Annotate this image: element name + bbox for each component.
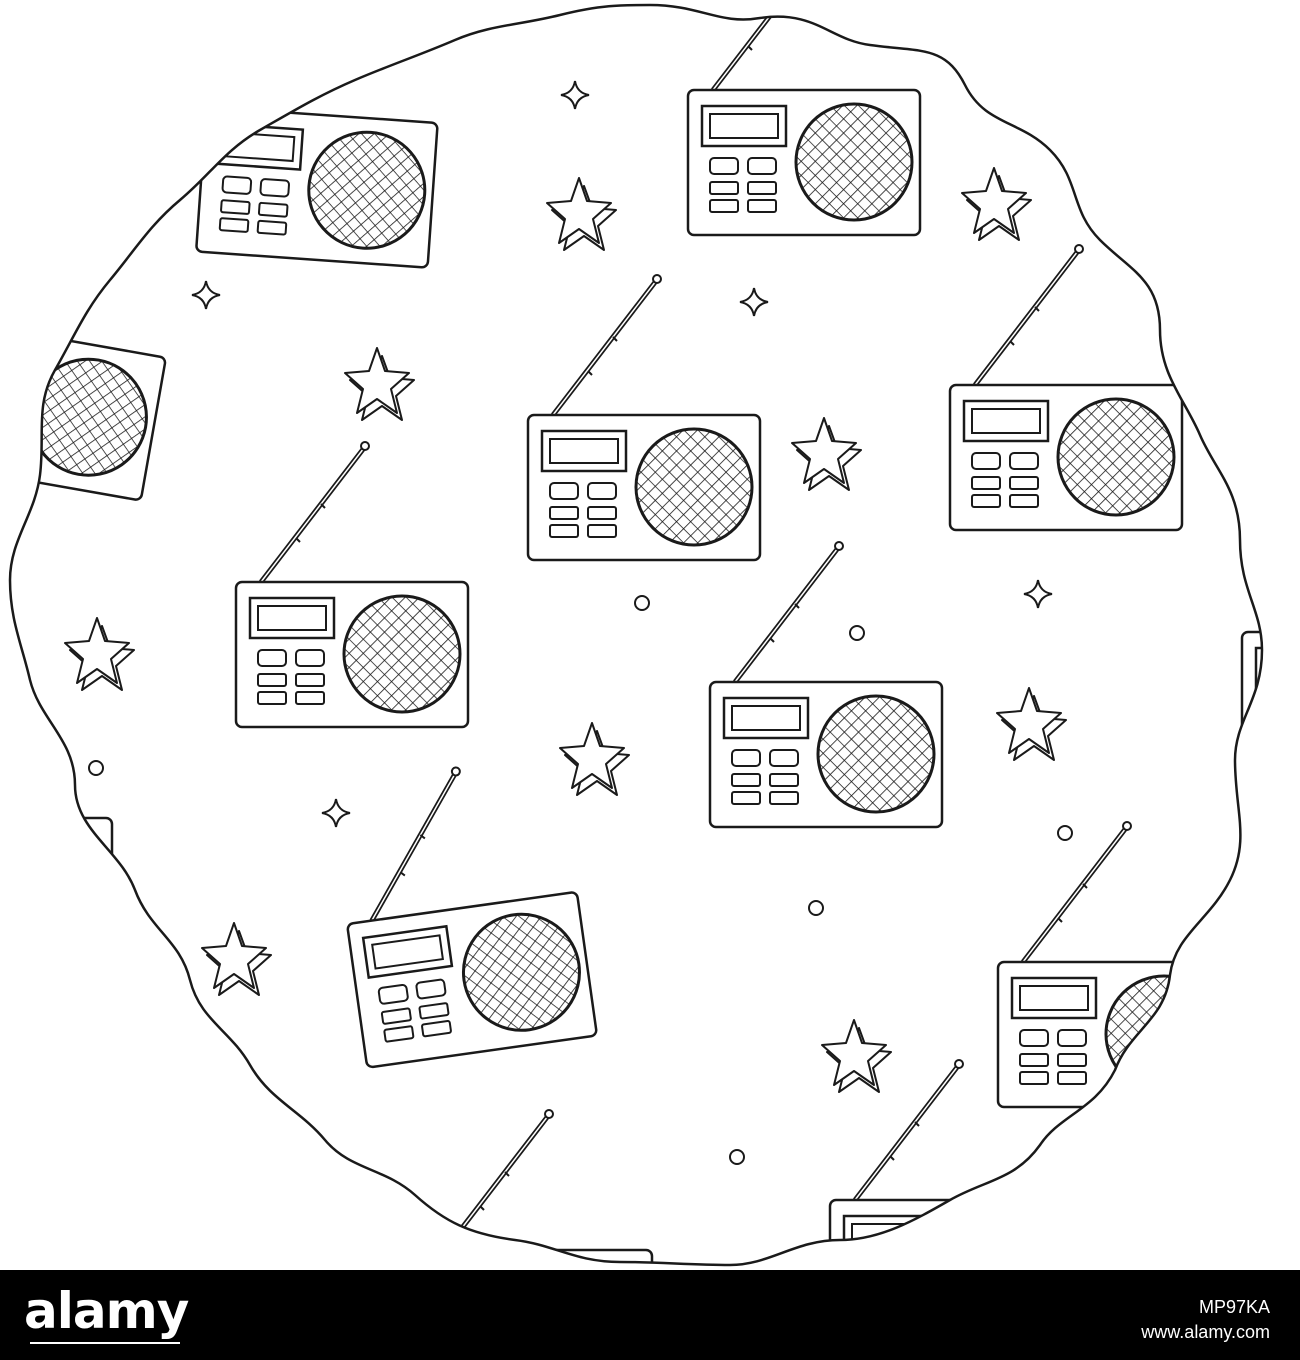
stock-footer-bar: alamy MP97KA www.alamy.com: [0, 1270, 1300, 1360]
logo-underline: [30, 1342, 180, 1344]
site-url: www.alamy.com: [1141, 1322, 1270, 1342]
image-id: MP97KA: [1198, 1297, 1270, 1317]
radio-pattern-artwork: [8, 3, 1264, 1267]
wavy-badge-outline: [8, 3, 1264, 1267]
alamy-logo: alamy: [24, 1282, 189, 1340]
